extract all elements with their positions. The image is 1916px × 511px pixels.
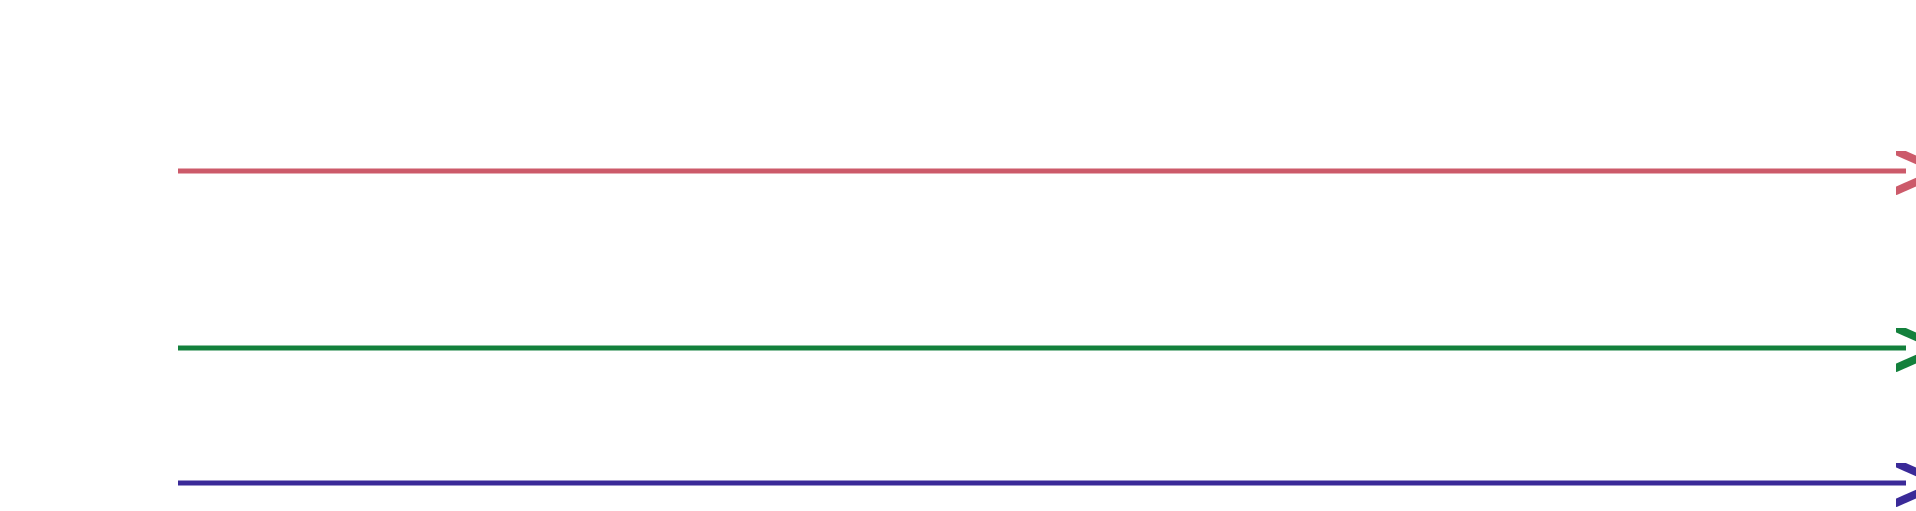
- branch-lines: [178, 171, 1906, 483]
